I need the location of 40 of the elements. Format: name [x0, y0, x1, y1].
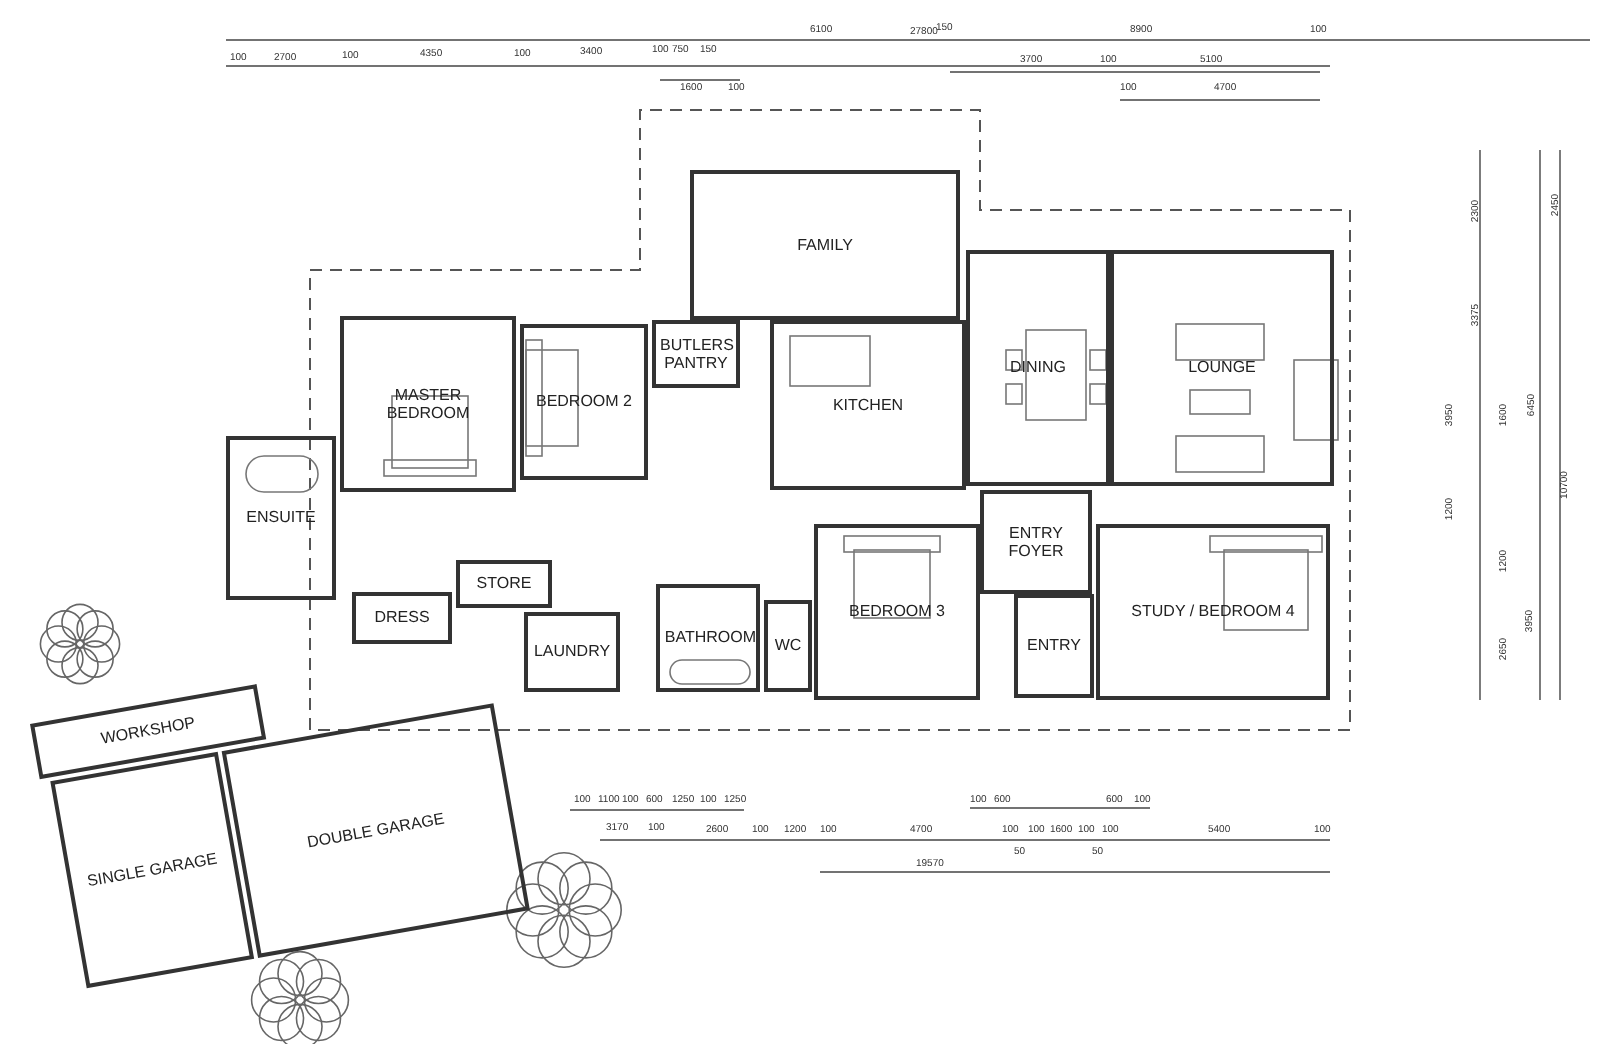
room-outline — [221, 703, 530, 958]
room-label: MASTER BEDROOM — [384, 385, 472, 423]
room-outline — [764, 600, 812, 692]
room-label: LOUNGE — [1188, 358, 1256, 378]
room-label: WC — [774, 636, 802, 656]
room-label: SINGLE GARAGE — [85, 849, 219, 891]
room-label: ENTRY — [1027, 636, 1081, 656]
room-outline — [520, 324, 648, 480]
room-label: BEDROOM 2 — [535, 392, 632, 412]
room-outline — [980, 490, 1092, 594]
room-outline — [690, 170, 960, 320]
room-outline — [966, 250, 1110, 486]
room-label: WORKSHOP — [99, 714, 197, 749]
room-outline — [1096, 524, 1330, 700]
room-outline — [340, 316, 516, 492]
room-label: BATHROOM — [664, 628, 752, 648]
room-outline — [30, 684, 267, 780]
room-label: ENSUITE — [246, 508, 316, 528]
room-label: STUDY / BEDROOM 4 — [1131, 602, 1295, 622]
room-outline — [814, 524, 980, 700]
room-label: DOUBLE GARAGE — [305, 809, 446, 852]
room-outline — [456, 560, 552, 608]
room-outline — [352, 592, 452, 644]
room-label: BEDROOM 3 — [848, 602, 945, 622]
room-outline — [226, 436, 336, 600]
room-label: BUTLERS PANTRY — [660, 335, 732, 373]
room-outline — [656, 584, 760, 692]
room-outline — [770, 320, 966, 490]
room-outline — [1014, 594, 1094, 698]
room-outline — [50, 751, 255, 989]
room-label: LAUNDRY — [533, 642, 611, 662]
room-outline — [652, 320, 740, 388]
room-label: FAMILY — [797, 235, 853, 255]
room-label: STORE — [476, 574, 532, 594]
room-label: DRESS — [374, 608, 430, 628]
room-outline — [524, 612, 620, 692]
room-label: KITCHEN — [832, 395, 904, 415]
room-label: DINING — [1010, 358, 1066, 378]
room-label: ENTRY FOYER — [1006, 523, 1066, 561]
room-outline — [1110, 250, 1334, 486]
